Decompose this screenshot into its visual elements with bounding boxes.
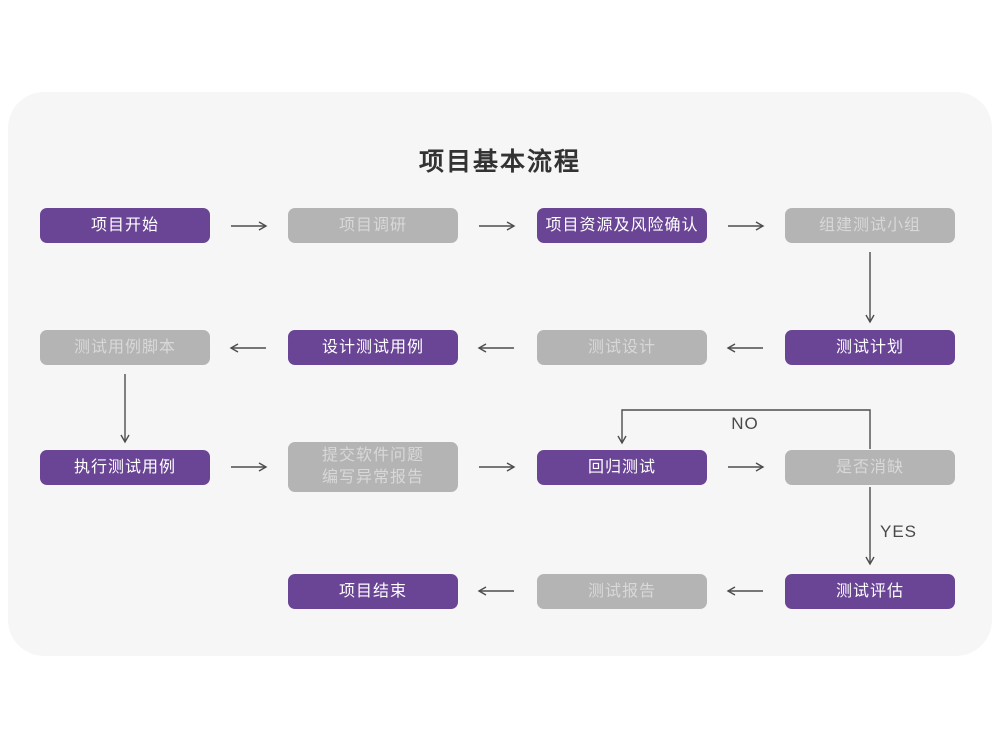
node-resource-risk-confirm: 项目资源及风险确认 <box>537 208 707 243</box>
node-defect-cleared: 是否消缺 <box>785 450 955 485</box>
node-submit-issue-report: 提交软件问题 编写异常报告 <box>288 442 458 492</box>
flowchart-card-background <box>8 92 992 656</box>
node-test-plan: 测试计划 <box>785 330 955 365</box>
page-title: 项目基本流程 <box>418 148 581 176</box>
node-project-research: 项目调研 <box>288 208 458 243</box>
edge-label-yes: YES <box>880 522 918 541</box>
node-test-case-script: 测试用例脚本 <box>40 330 210 365</box>
node-project-start: 项目开始 <box>40 208 210 243</box>
node-execute-test-cases: 执行测试用例 <box>40 450 210 485</box>
node-project-end: 项目结束 <box>288 574 458 609</box>
edge-label-no: NO <box>731 414 759 433</box>
node-submit-issue-report-line1: 提交软件问题 <box>321 447 424 464</box>
node-test-design: 测试设计 <box>537 330 707 365</box>
node-test-evaluation: 测试评估 <box>785 574 955 609</box>
node-regression-test: 回归测试 <box>537 450 707 485</box>
node-design-test-cases: 设计测试用例 <box>288 330 458 365</box>
node-submit-issue-report-line2: 编写异常报告 <box>321 469 424 486</box>
node-form-test-team: 组建测试小组 <box>785 208 955 243</box>
node-test-report: 测试报告 <box>537 574 707 609</box>
